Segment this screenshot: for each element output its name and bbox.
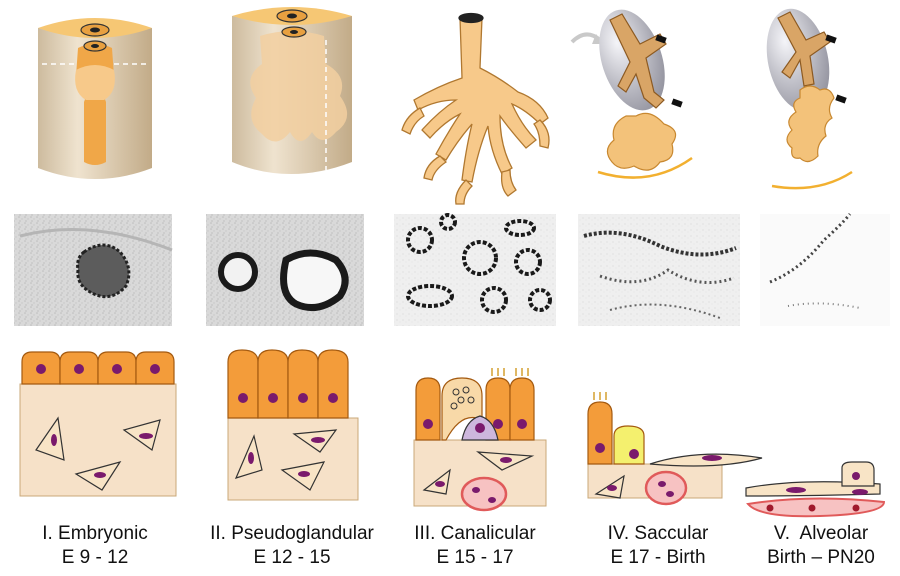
stage-range: E 17 - Birth — [578, 546, 738, 570]
cell-diagram-stage-3 — [414, 368, 546, 510]
stage-label-alveolar: V. Alveolar Birth – PN20 — [742, 522, 900, 570]
stage-range: E 9 - 12 — [0, 546, 190, 570]
embryonic-lung-bud-illustration — [38, 18, 152, 179]
cell-diagram-stage-5 — [746, 462, 884, 516]
stage-label-pseudoglandular: II. Pseudoglandular E 12 - 15 — [192, 522, 392, 570]
stage-label-canalicular: III. Canalicular E 15 - 17 — [390, 522, 560, 570]
canalicular-airway-tree-illustration — [402, 14, 549, 205]
saccular-illustration — [587, 1, 692, 177]
stage-range: E 12 - 15 — [192, 546, 392, 570]
stage-name: III. Canalicular — [390, 522, 560, 546]
stage-range: E 15 - 17 — [390, 546, 560, 570]
micrograph-stage-1 — [14, 214, 172, 326]
alveolar-illustration — [758, 3, 852, 188]
cell-diagram-stage-1 — [20, 352, 176, 496]
micrograph-stage-2 — [206, 214, 364, 326]
micrograph-stage-3 — [394, 214, 556, 326]
stage-label-embryonic: I. Embryonic E 9 - 12 — [0, 522, 190, 570]
cell-diagram-stage-2 — [228, 350, 358, 500]
stage-name: I. Embryonic — [0, 522, 190, 546]
stage-range: Birth – PN20 — [742, 546, 900, 570]
stage-name: II. Pseudoglandular — [192, 522, 392, 546]
stage-name: V. Alveolar — [742, 522, 900, 546]
stage-name: IV. Saccular — [578, 522, 738, 546]
micrograph-stage-5 — [760, 214, 890, 326]
pseudoglandular-lung-illustration — [232, 7, 352, 174]
cell-diagram-stage-4 — [588, 392, 762, 504]
stage-label-saccular: IV. Saccular E 17 - Birth — [578, 522, 738, 570]
micrograph-stage-4 — [578, 214, 740, 326]
